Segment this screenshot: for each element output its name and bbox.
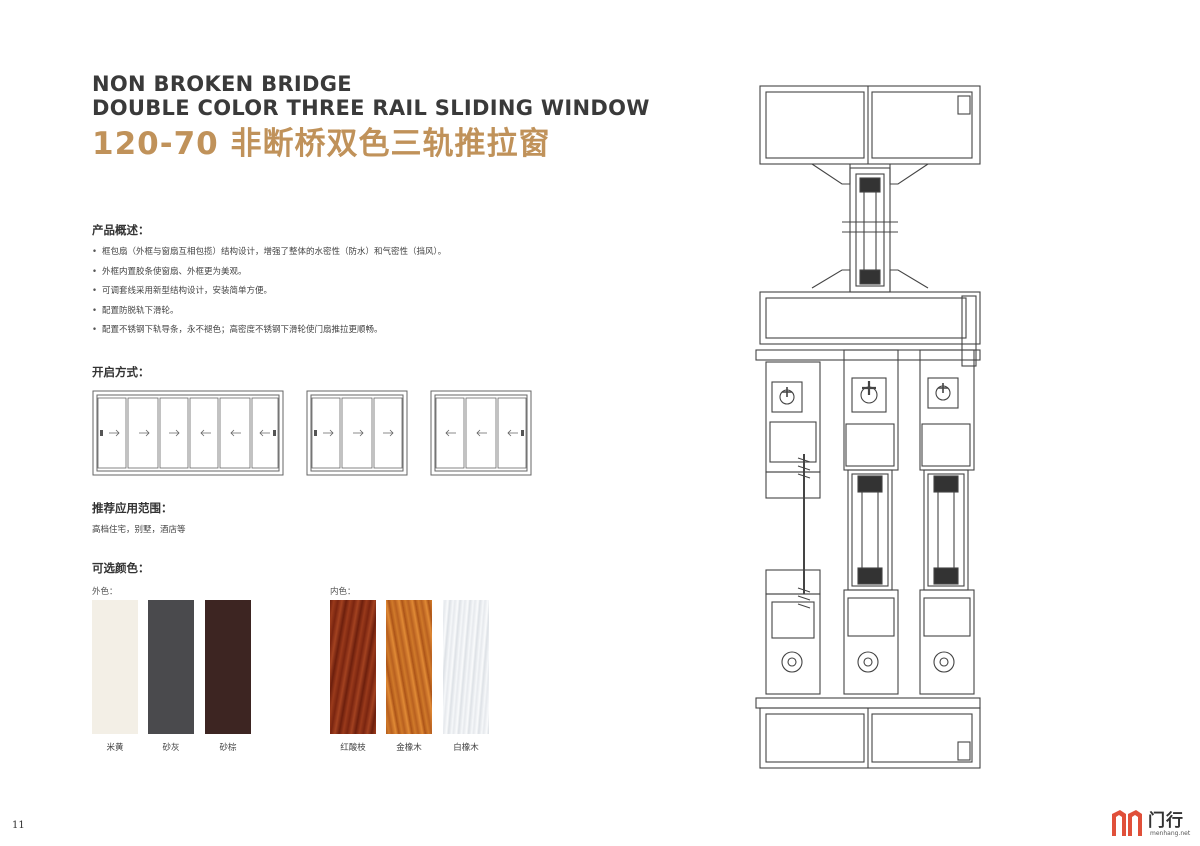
- title-english-line2: DOUBLE COLOR THREE RAIL SLIDING WINDOW: [92, 96, 650, 120]
- swatch-name: 米黄: [106, 743, 124, 753]
- overview-heading: 产品概述：: [92, 223, 150, 237]
- overview-bullet: 配置防脱轨下滑轮。: [92, 305, 446, 325]
- menhang-logo-icon: [1112, 810, 1142, 836]
- swatch-outer-gray: [148, 600, 194, 734]
- title-chinese: 120-70 非断桥双色三轨推拉窗: [92, 126, 551, 162]
- swatch-inner-golden-oak: [386, 600, 432, 734]
- opening-diagram-three-panel-left: [430, 390, 532, 476]
- profile-cross-section-drawing: [755, 85, 981, 769]
- overview-bullet: 配置不锈钢下轨导条，永不褪色；高密度不锈钢下滑轮使门扇推拉更顺畅。: [92, 324, 446, 344]
- opening-diagram-six-panel: [92, 390, 284, 476]
- opening-method-diagrams: [92, 390, 532, 476]
- opening-diagram-three-panel-right: [306, 390, 408, 476]
- swatch-outer-beige: [92, 600, 138, 734]
- outer-color-label: 外色：: [92, 587, 118, 597]
- overview-bullet-list: 框包扇（外框与窗扇互相包揽）结构设计，增强了整体的水密性（防水）和气密性（挡风）…: [92, 246, 446, 344]
- page-number: 11: [12, 820, 25, 831]
- swatch-name: 白橡木: [453, 743, 479, 753]
- logo-site: menhang.net: [1150, 830, 1191, 837]
- sash-glazing-units: [847, 469, 969, 591]
- usage-text: 高档住宅，别墅，酒店等: [92, 525, 186, 535]
- top-frame-profile: [759, 85, 981, 185]
- logo-text: 门行: [1148, 811, 1184, 831]
- overview-bullet: 可调套线采用新型结构设计，安装简单方便。: [92, 285, 446, 305]
- usage-heading: 推荐应用范围：: [92, 501, 173, 515]
- sash-lower-row: [765, 589, 975, 695]
- swatch-outer-brown: [205, 600, 251, 734]
- inner-color-label: 内色：: [330, 587, 356, 597]
- swatch-name: 金橡木: [396, 743, 422, 753]
- sash-upper-row: [765, 349, 975, 473]
- swatch-name: 砂棕: [219, 743, 237, 753]
- swatch-inner-rosewood: [330, 600, 376, 734]
- title-english-line1: NON BROKEN BRIDGE: [92, 72, 352, 96]
- colors-heading: 可选颜色：: [92, 561, 150, 575]
- title-english: NON BROKEN BRIDGE DOUBLE COLOR THREE RAI…: [92, 72, 650, 120]
- swatch-name: 红酸枝: [340, 743, 366, 753]
- overview-bullet: 外框内置胶条使窗扇、外框更为美观。: [92, 266, 446, 286]
- opening-heading: 开启方式：: [92, 365, 150, 379]
- overview-bullet: 框包扇（外框与窗扇互相包揽）结构设计，增强了整体的水密性（防水）和气密性（挡风）…: [92, 246, 446, 266]
- swatch-name: 砂灰: [162, 743, 180, 753]
- interlock-profile: [765, 454, 821, 609]
- swatch-inner-white-oak: [443, 600, 489, 734]
- bottom-frame-profile: [755, 697, 981, 769]
